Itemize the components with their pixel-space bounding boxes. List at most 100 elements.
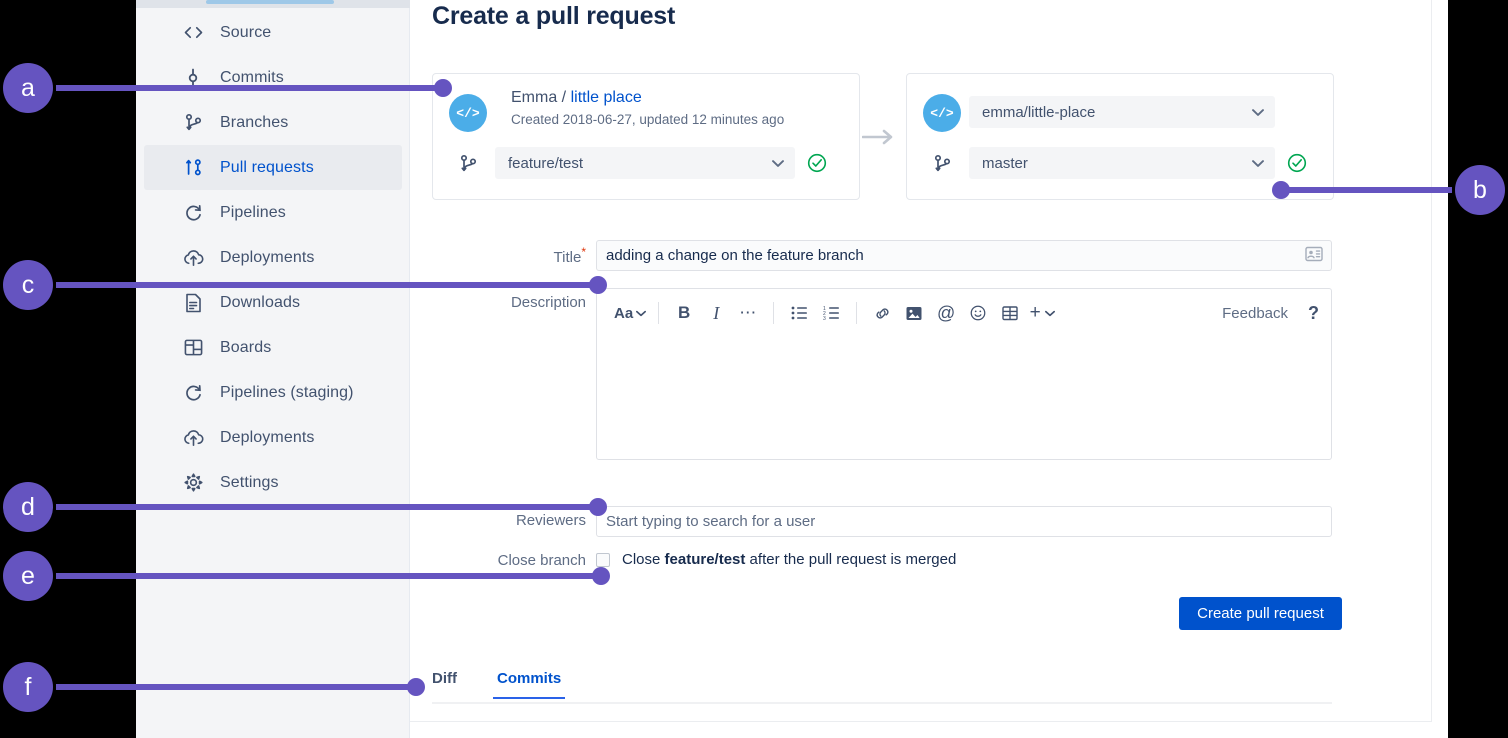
sidebar-item-boards[interactable]: Boards — [144, 325, 402, 370]
boards-icon — [180, 336, 206, 360]
callout-endpoint-dot-d — [589, 498, 607, 516]
sidebar-item-label: Pull requests — [220, 158, 314, 176]
source-branch-value: feature/test — [508, 154, 584, 172]
destination-branch-row: master — [923, 147, 1307, 179]
sidebar-item-label: Source — [220, 23, 272, 41]
branch-icon — [923, 149, 961, 177]
required-asterisk: * — [581, 245, 586, 259]
close-branch-text-before: Close — [622, 551, 665, 568]
source-branch-select[interactable]: feature/test — [495, 147, 795, 179]
pipelines-icon — [180, 381, 206, 405]
destination-branch-card: </> emma/little-place — [906, 73, 1334, 200]
source-branch-row: feature/test — [449, 147, 827, 179]
source-branch-valid-icon — [807, 153, 827, 173]
bullet-list-icon[interactable] — [786, 299, 812, 327]
link-icon[interactable] — [869, 299, 895, 327]
close-branch-branch-name: feature/test — [664, 551, 746, 568]
destination-branch-select[interactable]: master — [969, 147, 1275, 179]
callout-leader-line-c — [56, 282, 598, 288]
tab-diff[interactable]: Diff — [432, 670, 457, 687]
destination-repo-value: emma/little-place — [982, 103, 1096, 121]
branch-icon — [449, 149, 487, 177]
text-style-icon[interactable]: Aa — [614, 299, 647, 327]
svg-text:2: 2 — [823, 311, 826, 317]
sidebar-item-downloads[interactable]: Downloads — [144, 280, 402, 325]
chevron-down-icon — [1252, 155, 1264, 172]
pull-request-icon — [180, 156, 206, 180]
reviewers-label: Reviewers — [515, 512, 586, 529]
sidebar-item-label: Deployments — [220, 248, 315, 266]
sidebar-item-label: Boards — [220, 338, 272, 356]
toolbar-separator — [856, 302, 858, 324]
source-repo-link[interactable]: little place — [570, 89, 642, 106]
create-pull-request-button[interactable]: Create pull request — [1179, 597, 1342, 630]
sidebar-item-commits[interactable]: Commits — [144, 55, 402, 100]
repo-avatar-source: </> — [449, 94, 487, 132]
title-input-value: adding a change on the feature branch — [606, 247, 864, 264]
issue-card-icon[interactable] — [1305, 246, 1323, 265]
numbered-list-icon[interactable]: 1 2 3 — [818, 299, 844, 327]
help-icon[interactable]: ? — [1308, 302, 1319, 323]
callout-leader-line-d — [56, 504, 598, 510]
destination-repo-row: emma/little-place — [923, 96, 1275, 128]
table-icon[interactable] — [997, 299, 1023, 327]
description-editor[interactable]: Aa B I ⋯ — [596, 288, 1332, 460]
toolbar-right-group: Feedback ? — [1222, 289, 1319, 337]
destination-repo-select[interactable]: emma/little-place — [969, 96, 1275, 128]
callout-endpoint-dot-f — [407, 678, 425, 696]
close-branch-checkbox[interactable] — [596, 552, 610, 567]
sidebar-item-pipelines-staging[interactable]: Pipelines (staging) — [144, 370, 402, 415]
callout-marker-a: a — [3, 63, 53, 113]
sidebar-item-pull-requests[interactable]: Pull requests — [144, 145, 402, 190]
close-branch-label: Close branch — [497, 552, 586, 569]
sidebar-item-pipelines[interactable]: Pipelines — [144, 190, 402, 235]
more-formatting-icon[interactable]: ⋯ — [739, 303, 758, 322]
title-input[interactable]: adding a change on the feature branch — [596, 240, 1332, 271]
source-repo-meta: Created 2018-06-27, updated 12 minutes a… — [511, 112, 785, 127]
reviewers-input[interactable]: Start typing to search for a user — [596, 506, 1332, 537]
deployments-icon — [180, 426, 206, 450]
arrow-right-icon — [861, 128, 896, 151]
italic-icon[interactable]: I — [713, 302, 720, 323]
image-icon[interactable] — [901, 299, 927, 327]
mention-icon[interactable]: @ — [937, 302, 956, 323]
sidebar-top-strip — [136, 0, 410, 8]
callout-leader-line-e — [56, 573, 601, 579]
sidebar-item-label: Commits — [220, 68, 284, 86]
sidebar-item-branches[interactable]: Branches — [144, 100, 402, 145]
insert-more-icon[interactable]: + — [1029, 299, 1055, 327]
repo-avatar-destination: </> — [923, 94, 961, 132]
svg-text:3: 3 — [823, 316, 826, 320]
sidebar-item-label: Deployments — [220, 428, 315, 446]
main-region: Create a pull request </> Emma / little … — [410, 0, 1448, 738]
callout-endpoint-dot-b — [1272, 181, 1290, 199]
callout-endpoint-dot-c — [589, 276, 607, 294]
reviewers-placeholder: Start typing to search for a user — [606, 513, 816, 530]
sidebar-item-label: Pipelines — [220, 203, 286, 221]
emoji-icon[interactable] — [965, 299, 991, 327]
sidebar-item-deployments[interactable]: Deployments — [144, 235, 402, 280]
callout-marker-e: e — [3, 551, 53, 601]
close-branch-text: Close feature/test after the pull reques… — [622, 551, 956, 568]
callout-endpoint-dot-e — [592, 567, 610, 585]
sidebar-item-label: Branches — [220, 113, 289, 131]
feedback-link[interactable]: Feedback — [1222, 304, 1288, 322]
tab-commits[interactable]: Commits — [492, 670, 566, 699]
callout-marker-c: c — [3, 260, 53, 310]
pipelines-icon — [180, 201, 206, 225]
repo-icon-spacer — [923, 98, 961, 126]
bold-icon[interactable]: B — [678, 303, 691, 322]
description-label: Description — [510, 294, 586, 311]
source-owner: Emma — [511, 89, 558, 106]
page-title: Create a pull request — [432, 2, 676, 30]
toolbar-separator — [658, 302, 660, 324]
callout-marker-b: b — [1455, 165, 1505, 215]
sidebar-item-deployments[interactable]: Deployments — [144, 415, 402, 460]
source-repo-title: Emma / little place — [511, 89, 642, 107]
content-panel: Create a pull request </> Emma / little … — [410, 0, 1432, 722]
sidebar-item-source[interactable]: Source — [144, 10, 402, 55]
callout-endpoint-dot-a — [434, 79, 452, 97]
sidebar-item-settings[interactable]: Settings — [144, 460, 402, 505]
